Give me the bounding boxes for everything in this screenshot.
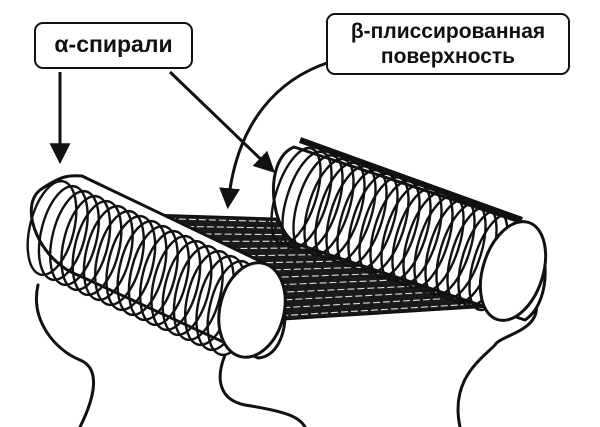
helix-right-coil-ring [358, 176, 410, 275]
helix-left-coil-ring [82, 204, 134, 302]
helix-right-coil-ring [314, 161, 366, 260]
callout-beta-sheet: β-плиссированная поверхность [326, 13, 570, 75]
helix-right-coil-ring [270, 146, 322, 246]
helix-right [270, 137, 548, 322]
arrow-beta-to-sheet [219, 60, 331, 210]
helix-right-coil-ring [402, 190, 454, 290]
helix-left-coil-ring [116, 219, 168, 317]
helix-left-coil-ring [127, 224, 179, 322]
helix-left-end-cap [217, 261, 287, 359]
helix-left-coil-ring [105, 214, 157, 312]
helix-right-coil-ring [413, 194, 465, 293]
polypeptide-chain [35, 283, 538, 427]
helix-left [26, 174, 287, 360]
helix-left-coil-ring [60, 194, 112, 292]
chain-middle-loop [218, 353, 307, 427]
arrow-alpha-to-right-helix [168, 70, 276, 173]
helix-left-coil-ring [172, 244, 224, 342]
helix-left-coil-ring [93, 209, 146, 307]
beta-sheet-strand [255, 289, 481, 302]
helix-right-coil-ring [303, 157, 355, 257]
helix-left-coil-ring [71, 199, 123, 297]
helix-right-coil-ring [292, 154, 344, 253]
helix-left-coil-ring [161, 239, 213, 337]
helix-right-coil-ring [391, 187, 443, 286]
helix-right-end-cap [478, 220, 548, 322]
helix-left-coils [26, 179, 258, 357]
helix-right-coil-ring [281, 150, 333, 249]
chain-left-loop [35, 283, 95, 427]
helix-right-coil-ring [424, 198, 476, 297]
helix-right-coil-ring [435, 201, 487, 301]
helix-right-coil-ring [369, 179, 421, 279]
helix-right-coil-ring [380, 183, 432, 282]
helix-right-coil-ring [325, 165, 377, 264]
callout-alpha-text: α-спирали [54, 31, 173, 57]
helix-left-coil-ring [138, 229, 191, 327]
chain-right-loop [456, 298, 538, 427]
helix-left-coil-ring [48, 189, 101, 287]
callout-arrows [49, 60, 331, 210]
helix-left-coil-ring [150, 234, 202, 332]
callout-beta-text-line1: β-плиссированная [350, 20, 546, 43]
helix-right-coil-ring [347, 172, 399, 271]
helix-left-coil-ring [37, 184, 89, 282]
helix-right-coil-ring [336, 168, 388, 268]
callout-alpha-helices: α-спирали [34, 22, 193, 69]
helix-left-coil-ring [26, 179, 78, 277]
callout-beta-text-line2: поверхность [380, 45, 516, 68]
